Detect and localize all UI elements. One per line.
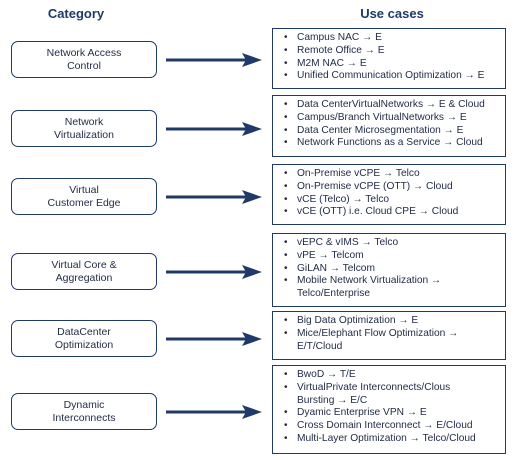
use-case-item: GiLAN → Telcom xyxy=(279,263,501,276)
use-case-item: Mobile Network Virtualization → Telco/En… xyxy=(279,275,501,301)
use-case-item: Data Center Microsegmentation → E xyxy=(279,125,501,138)
use-case-item: Remote Office → E xyxy=(279,45,501,58)
category-label: Virtual Core & Aggregation xyxy=(51,258,117,284)
use-case-item: On-Premise vCPE (OTT) → Cloud xyxy=(279,181,501,194)
use-cases-header: Use cases xyxy=(360,6,424,21)
category-virtual-customer-edge: Virtual Customer Edge xyxy=(11,178,157,215)
use-case-list: Big Data Optimization → EMice/Elephant F… xyxy=(279,315,501,353)
use-cases-dynamic-interconnects: BwoD → T/EVirtualPrivate Interconnects/C… xyxy=(272,365,506,454)
use-case-item: vPE → Telcom xyxy=(279,250,501,263)
category-datacenter-optimization: DataCenter Optimization xyxy=(11,320,157,357)
use-case-item: Campus/Branch VirtualNetworks → E xyxy=(279,112,501,125)
use-case-item: Big Data Optimization → E xyxy=(279,315,501,328)
use-cases-datacenter-optimization: Big Data Optimization → EMice/Elephant F… xyxy=(272,311,506,360)
category-virtual-core-aggregation: Virtual Core & Aggregation xyxy=(11,253,157,290)
arrow-right-icon xyxy=(166,121,262,136)
use-case-item: vEPC & vIMS → Telco xyxy=(279,237,501,250)
arrow-right-icon xyxy=(166,331,262,346)
use-cases-network-access-control: Campus NAC → ERemote Office → EM2M NAC →… xyxy=(272,28,506,89)
use-cases-network-virtualization: Data CenterVirtualNetworks → E & CloudCa… xyxy=(272,95,506,157)
use-case-item: Data CenterVirtualNetworks → E & Cloud xyxy=(279,99,501,112)
use-case-item: vCE (OTT) i.e. Cloud CPE → Cloud xyxy=(279,206,501,219)
arrow-right-icon xyxy=(166,264,262,279)
use-case-list: vEPC & vIMS → TelcovPE → TelcomGiLAN → T… xyxy=(279,237,501,301)
use-case-item: Multi-Layer Optimization → Telco/Cloud xyxy=(279,433,501,446)
use-case-item: vCE (Telco) → Telco xyxy=(279,194,501,207)
category-header: Category xyxy=(47,6,105,21)
use-case-list: Data CenterVirtualNetworks → E & CloudCa… xyxy=(279,99,501,150)
arrow-right-icon xyxy=(166,189,262,204)
use-cases-virtual-customer-edge: On-Premise vCPE → TelcoOn-Premise vCPE (… xyxy=(272,164,506,225)
category-network-access-control: Network Access Control xyxy=(11,41,157,78)
use-case-item: Campus NAC → E xyxy=(279,32,501,45)
use-case-item: Dyamic Enterprise VPN → E xyxy=(279,407,501,420)
use-case-item: Cross Domain Interconnect → E/Cloud xyxy=(279,420,501,433)
arrow-right-icon xyxy=(166,52,262,67)
arrow-right-icon xyxy=(166,404,262,419)
use-case-list: On-Premise vCPE → TelcoOn-Premise vCPE (… xyxy=(279,168,501,219)
use-cases-virtual-core-aggregation: vEPC & vIMS → TelcovPE → TelcomGiLAN → T… xyxy=(272,233,506,307)
use-case-item: Unified Communication Optimization → E xyxy=(279,70,501,83)
use-case-item: Network Functions as a Service → Cloud xyxy=(279,137,501,150)
category-label: Virtual Customer Edge xyxy=(47,183,121,209)
use-case-list: BwoD → T/EVirtualPrivate Interconnects/C… xyxy=(279,369,501,446)
use-case-item: VirtualPrivate Interconnects/Clous Burst… xyxy=(279,382,501,408)
use-case-item: BwoD → T/E xyxy=(279,369,501,382)
use-case-item: M2M NAC → E xyxy=(279,58,501,71)
use-case-item: On-Premise vCPE → Telco xyxy=(279,168,501,181)
category-label: DataCenter Optimization xyxy=(54,325,114,351)
category-label: Dynamic Interconnects xyxy=(52,398,116,424)
category-label: Network Access Control xyxy=(46,46,122,72)
use-case-item: Mice/Elephant Flow Optimization → E/T/Cl… xyxy=(279,328,501,354)
use-case-list: Campus NAC → ERemote Office → EM2M NAC →… xyxy=(279,32,501,83)
category-network-virtualization: Network Virtualization xyxy=(11,110,157,147)
category-dynamic-interconnects: Dynamic Interconnects xyxy=(11,393,157,430)
category-label: Network Virtualization xyxy=(54,115,114,141)
